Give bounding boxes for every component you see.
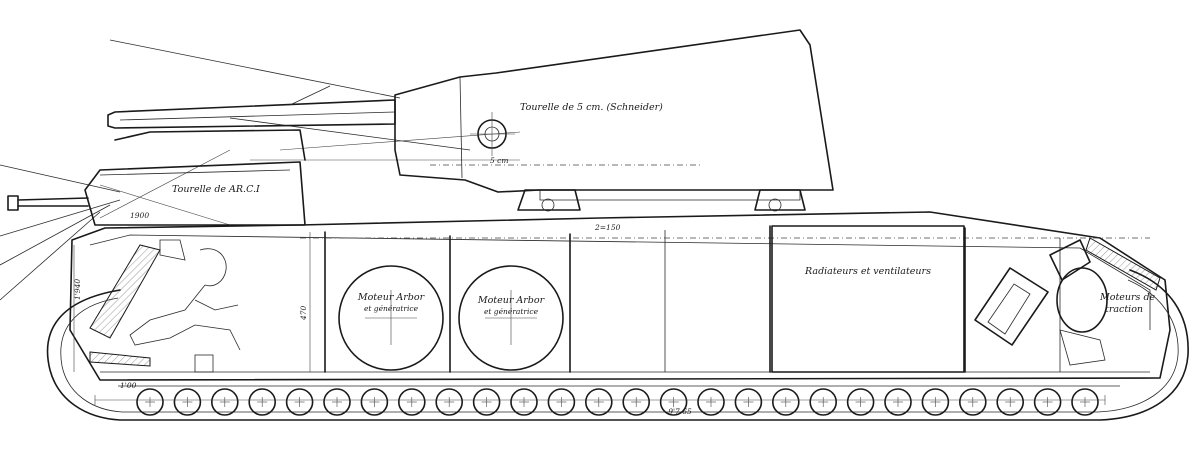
- road-wheel: [211, 388, 239, 416]
- hull: 2=150: [69, 211, 1171, 381]
- road-wheel: [996, 388, 1025, 416]
- road-wheel: [173, 388, 202, 416]
- road-wheel: [472, 388, 501, 416]
- main-turret: Tourelle de 5 cm. (Schneider) 5 cm: [107, 29, 834, 212]
- road-wheel: [771, 388, 800, 416]
- dimension-lines: 9'7 65 1'940 470 1'00: [73, 232, 1106, 416]
- main-gun-barrel: [107, 99, 396, 129]
- road-wheel: [248, 388, 277, 416]
- traction-label-1: Moteurs de: [1099, 292, 1156, 303]
- engine-generator-left: Moteur Arbor et génératrice: [338, 265, 444, 371]
- main-turret-label: Tourelle de 5 cm. (Schneider): [520, 102, 663, 113]
- front-offset-dim: 1'00: [120, 381, 137, 390]
- road-wheel: [285, 388, 314, 416]
- traction-motors: Moteurs de traction: [974, 239, 1156, 366]
- engine-generator-right: Moteur Arbor et génératrice: [458, 265, 564, 371]
- clearance-dim: 470: [299, 305, 308, 321]
- road-wheel: [397, 388, 426, 416]
- road-wheel: [136, 388, 164, 416]
- track-assembly: [46, 269, 1189, 421]
- turret-ring-dim: 5 cm: [490, 156, 508, 165]
- radiators-label: Radiateurs et ventilateurs: [804, 266, 931, 277]
- engine-left-label-2: et génératrice: [364, 304, 419, 313]
- engine-right-label-2: et génératrice: [484, 307, 539, 316]
- road-wheel: [547, 388, 576, 416]
- road-wheel: [846, 388, 875, 416]
- hull-gap-dim: 2=150: [594, 223, 621, 232]
- engine-right-label-1: Moteur Arbor: [477, 295, 546, 306]
- road-wheel: [809, 388, 838, 416]
- road-wheel: [360, 388, 389, 416]
- road-wheel: [1033, 388, 1062, 416]
- main-gun-mantlet: [470, 112, 515, 156]
- front-gun: [7, 195, 89, 211]
- height-dim: 1'940: [73, 279, 82, 300]
- driver-figure: [129, 239, 241, 373]
- road-wheel: [734, 388, 763, 416]
- road-wheel: [323, 388, 351, 416]
- road-wheel: [1071, 388, 1099, 416]
- overall-length-dim: 9'7 65: [668, 407, 692, 416]
- front-turret: Tourelle de AR.C.I 1900: [7, 129, 306, 226]
- front-length-dim: 1900: [130, 211, 149, 220]
- road-wheels: [136, 388, 1099, 416]
- road-wheel: [958, 388, 987, 416]
- engine-left-label-1: Moteur Arbor: [357, 292, 426, 303]
- road-wheel: [884, 388, 912, 416]
- road-wheel: [435, 388, 464, 416]
- road-wheel: [697, 388, 725, 416]
- road-wheel: [584, 388, 613, 416]
- traction-label-2: traction: [1105, 304, 1143, 315]
- road-wheel: [659, 388, 688, 416]
- road-wheel: [921, 388, 950, 416]
- road-wheel: [510, 388, 538, 416]
- road-wheel: [622, 388, 651, 416]
- radiators-compartment: Radiateurs et ventilateurs: [771, 225, 965, 373]
- sight-lines: [0, 39, 521, 301]
- front-turret-label: Tourelle de AR.C.I: [172, 184, 260, 195]
